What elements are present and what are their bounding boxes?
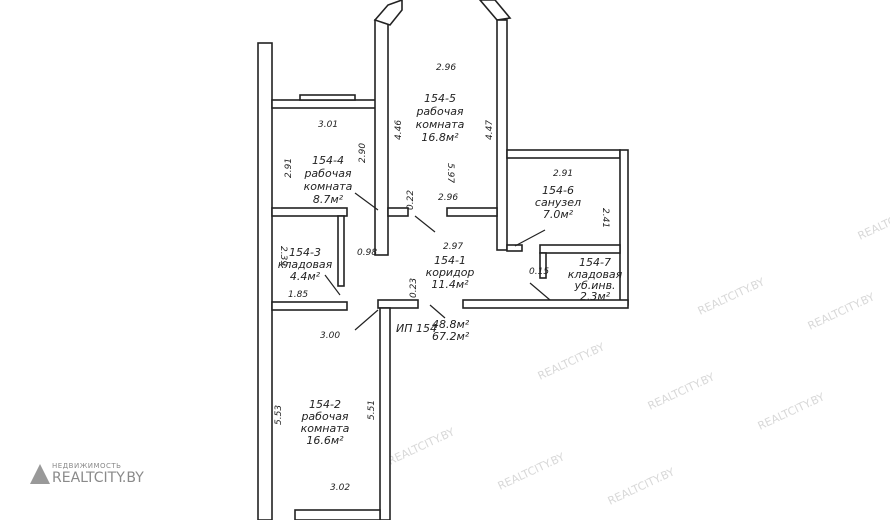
dimension-label: 1.85 xyxy=(288,290,308,300)
dimension-label: 2.97 xyxy=(443,242,463,252)
svg-text:REALTCITY.BY: REALTCITY.BY xyxy=(386,425,457,467)
svg-text:REALTCITY.BY: REALTCITY.BY xyxy=(496,450,567,492)
room-name: рабочая xyxy=(415,105,463,118)
dimension-label: 3.01 xyxy=(318,120,338,130)
logo-brand: REALTCITY.BY xyxy=(52,470,144,486)
room-id: 154-2 xyxy=(309,398,341,411)
dimension-label: 0.23 xyxy=(409,278,419,298)
dimension-label: 2.41 xyxy=(600,208,610,228)
total-area: 48.8м² xyxy=(432,318,470,331)
room-id: 154-1 xyxy=(434,254,466,267)
room-area: 2.3м² xyxy=(580,290,611,303)
room-id: 154-5 xyxy=(424,92,456,105)
room-id: 154-6 xyxy=(542,184,574,197)
room-name: кладовая xyxy=(568,268,623,281)
room-154-7: 154-7 кладовая уб.инв. 2.3м² xyxy=(568,256,623,303)
dimension-label: 2.96 xyxy=(436,63,456,73)
svg-text:REALTCITY.BY: REALTCITY.BY xyxy=(646,370,717,412)
room-area: 7.0м² xyxy=(543,208,574,221)
svg-text:REALTCITY.BY: REALTCITY.BY xyxy=(856,200,890,242)
svg-text:REALTCITY.BY: REALTCITY.BY xyxy=(756,390,827,432)
dimension-label: 2.96 xyxy=(438,193,458,203)
unit-label: ИП 154 xyxy=(396,322,437,335)
room-154-4: 154-4 рабочая комната 8.7м² xyxy=(303,154,352,206)
svg-text:REALTCITY.BY: REALTCITY.BY xyxy=(536,340,607,382)
room-name: комната xyxy=(304,180,353,193)
room-id: 154-7 xyxy=(579,256,611,269)
dimension-label: 0.22 xyxy=(406,190,416,210)
dimension-label: 2.91 xyxy=(284,158,294,178)
svg-text:REALTCITY.BY: REALTCITY.BY xyxy=(696,275,767,317)
room-area: 4.4м² xyxy=(290,270,321,283)
room-id: 154-4 xyxy=(312,154,344,167)
dimension-label: 2.90 xyxy=(358,143,368,163)
room-154-1: 154-1 коридор 11.4м² xyxy=(426,254,475,291)
unit-summary: ИП 154 48.8м² 67.2м² xyxy=(396,318,470,343)
dimension-label: 5.97 xyxy=(445,163,455,183)
room-area: 16.6м² xyxy=(306,434,344,447)
room-154-5: 154-5 рабочая комната 16.8м² xyxy=(415,92,464,144)
svg-text:REALTCITY.BY: REALTCITY.BY xyxy=(606,465,677,507)
dimension-label: 4.46 xyxy=(394,120,404,140)
room-154-3: 154-3 кладовая 4.4м² xyxy=(278,246,333,283)
room-name: коридор xyxy=(426,266,475,279)
room-area: 8.7м² xyxy=(313,193,344,206)
room-id: 154-3 xyxy=(289,246,321,259)
svg-text:REALTCITY.BY: REALTCITY.BY xyxy=(806,290,877,332)
room-name: рабочая xyxy=(303,167,351,180)
dimension-label: 5.51 xyxy=(367,400,377,420)
dimension-label: 0.98 xyxy=(357,248,377,258)
dimension-label: 4.47 xyxy=(485,120,495,140)
room-name: комната xyxy=(416,118,465,131)
dimension-label: 3.00 xyxy=(320,331,340,341)
room-name: рабочая xyxy=(300,410,348,423)
dimension-label: 3.02 xyxy=(330,483,350,493)
dimensions: 2.96 3.01 4.46 4.47 2.91 2.90 5.97 2.91 … xyxy=(274,63,610,493)
room-name: санузел xyxy=(535,196,581,209)
dimension-label: 5.53 xyxy=(274,405,284,425)
room-154-2: 154-2 рабочая комната 16.6м² xyxy=(300,398,349,447)
dimension-label: 2.39 xyxy=(278,246,288,266)
room-name: комната xyxy=(301,422,350,435)
room-area: 16.8м² xyxy=(421,131,459,144)
house-icon xyxy=(30,464,50,484)
logo-tagline: НЕДВИЖИМОСТЬ xyxy=(52,462,122,470)
room-name: кладовая xyxy=(278,258,333,271)
dimension-label: 0.15 xyxy=(529,267,549,277)
room-154-6: 154-6 санузел 7.0м² xyxy=(535,184,581,221)
room-area: 11.4м² xyxy=(431,278,469,291)
walls xyxy=(257,0,629,520)
dimension-label: 2.91 xyxy=(553,169,573,179)
leader-lines xyxy=(324,192,551,331)
total-area: 67.2м² xyxy=(432,330,470,343)
room-name: уб.инв. xyxy=(573,279,615,292)
